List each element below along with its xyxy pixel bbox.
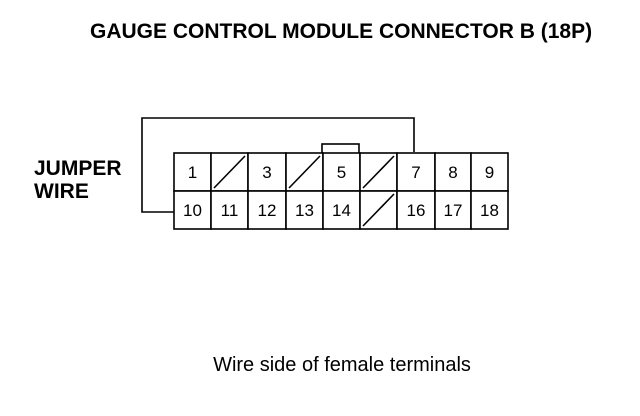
pin-number-1: 1: [188, 163, 197, 182]
diagram-title: GAUGE CONTROL MODULE CONNECTOR B (18P): [90, 20, 592, 43]
pin-number-12: 12: [258, 201, 277, 220]
cavity-r1c1: [210, 190, 249, 230]
jumper-label-line2: WIRE: [34, 180, 89, 203]
jumper-wire: [141, 117, 415, 213]
pin-number-16: 16: [407, 201, 426, 220]
pin-number-8: 8: [448, 163, 457, 182]
pin-number-5: 5: [337, 163, 346, 182]
cavity-r0c6: [396, 152, 436, 192]
cavity-r1c2: [247, 190, 287, 230]
cavity-r1c8: [470, 190, 509, 230]
pin-number-11: 11: [221, 201, 239, 220]
pin-number-3: 3: [262, 163, 271, 182]
cavity-r1c0: [173, 190, 212, 230]
empty-cavity-slash: [213, 155, 246, 189]
empty-cavity-slash: [288, 155, 321, 189]
pin-number-14: 14: [332, 201, 351, 220]
pin-number-13: 13: [295, 201, 314, 220]
diagram-caption: Wire side of female terminals: [213, 354, 471, 376]
empty-cavity-slash: [362, 193, 395, 227]
pin-number-17: 17: [444, 201, 463, 220]
pin-number-18: 18: [480, 201, 499, 220]
pin-number-10: 10: [183, 201, 202, 220]
cavity-r1c7: [434, 190, 472, 230]
cavity-r1c6: [396, 190, 436, 230]
empty-cavity-slash: [362, 155, 395, 189]
cavity-r0c7: [434, 152, 472, 192]
pin-number-7: 7: [411, 163, 420, 182]
pin-number-9: 9: [485, 163, 494, 182]
jumper-label-line1: JUMPER: [34, 157, 122, 180]
